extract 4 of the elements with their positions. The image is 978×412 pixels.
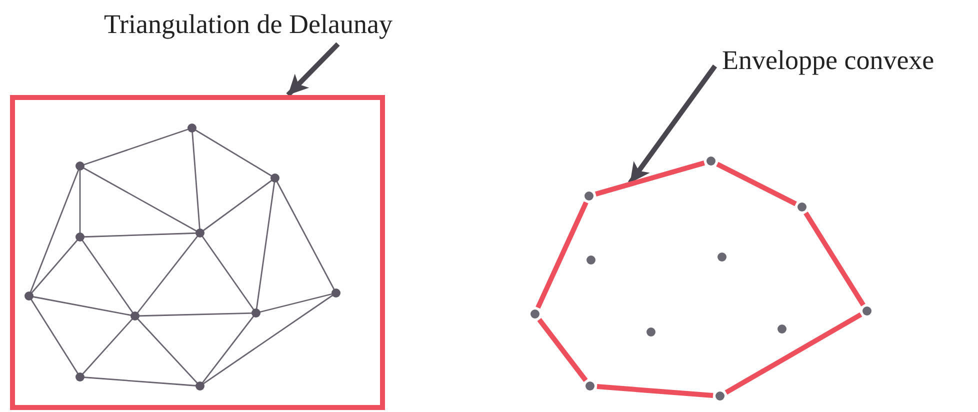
- callout-label: Triangulation de Delaunay: [104, 8, 392, 40]
- callout-label: Enveloppe convexe: [722, 44, 934, 76]
- arrow: [628, 64, 718, 184]
- arrow: [286, 42, 340, 97]
